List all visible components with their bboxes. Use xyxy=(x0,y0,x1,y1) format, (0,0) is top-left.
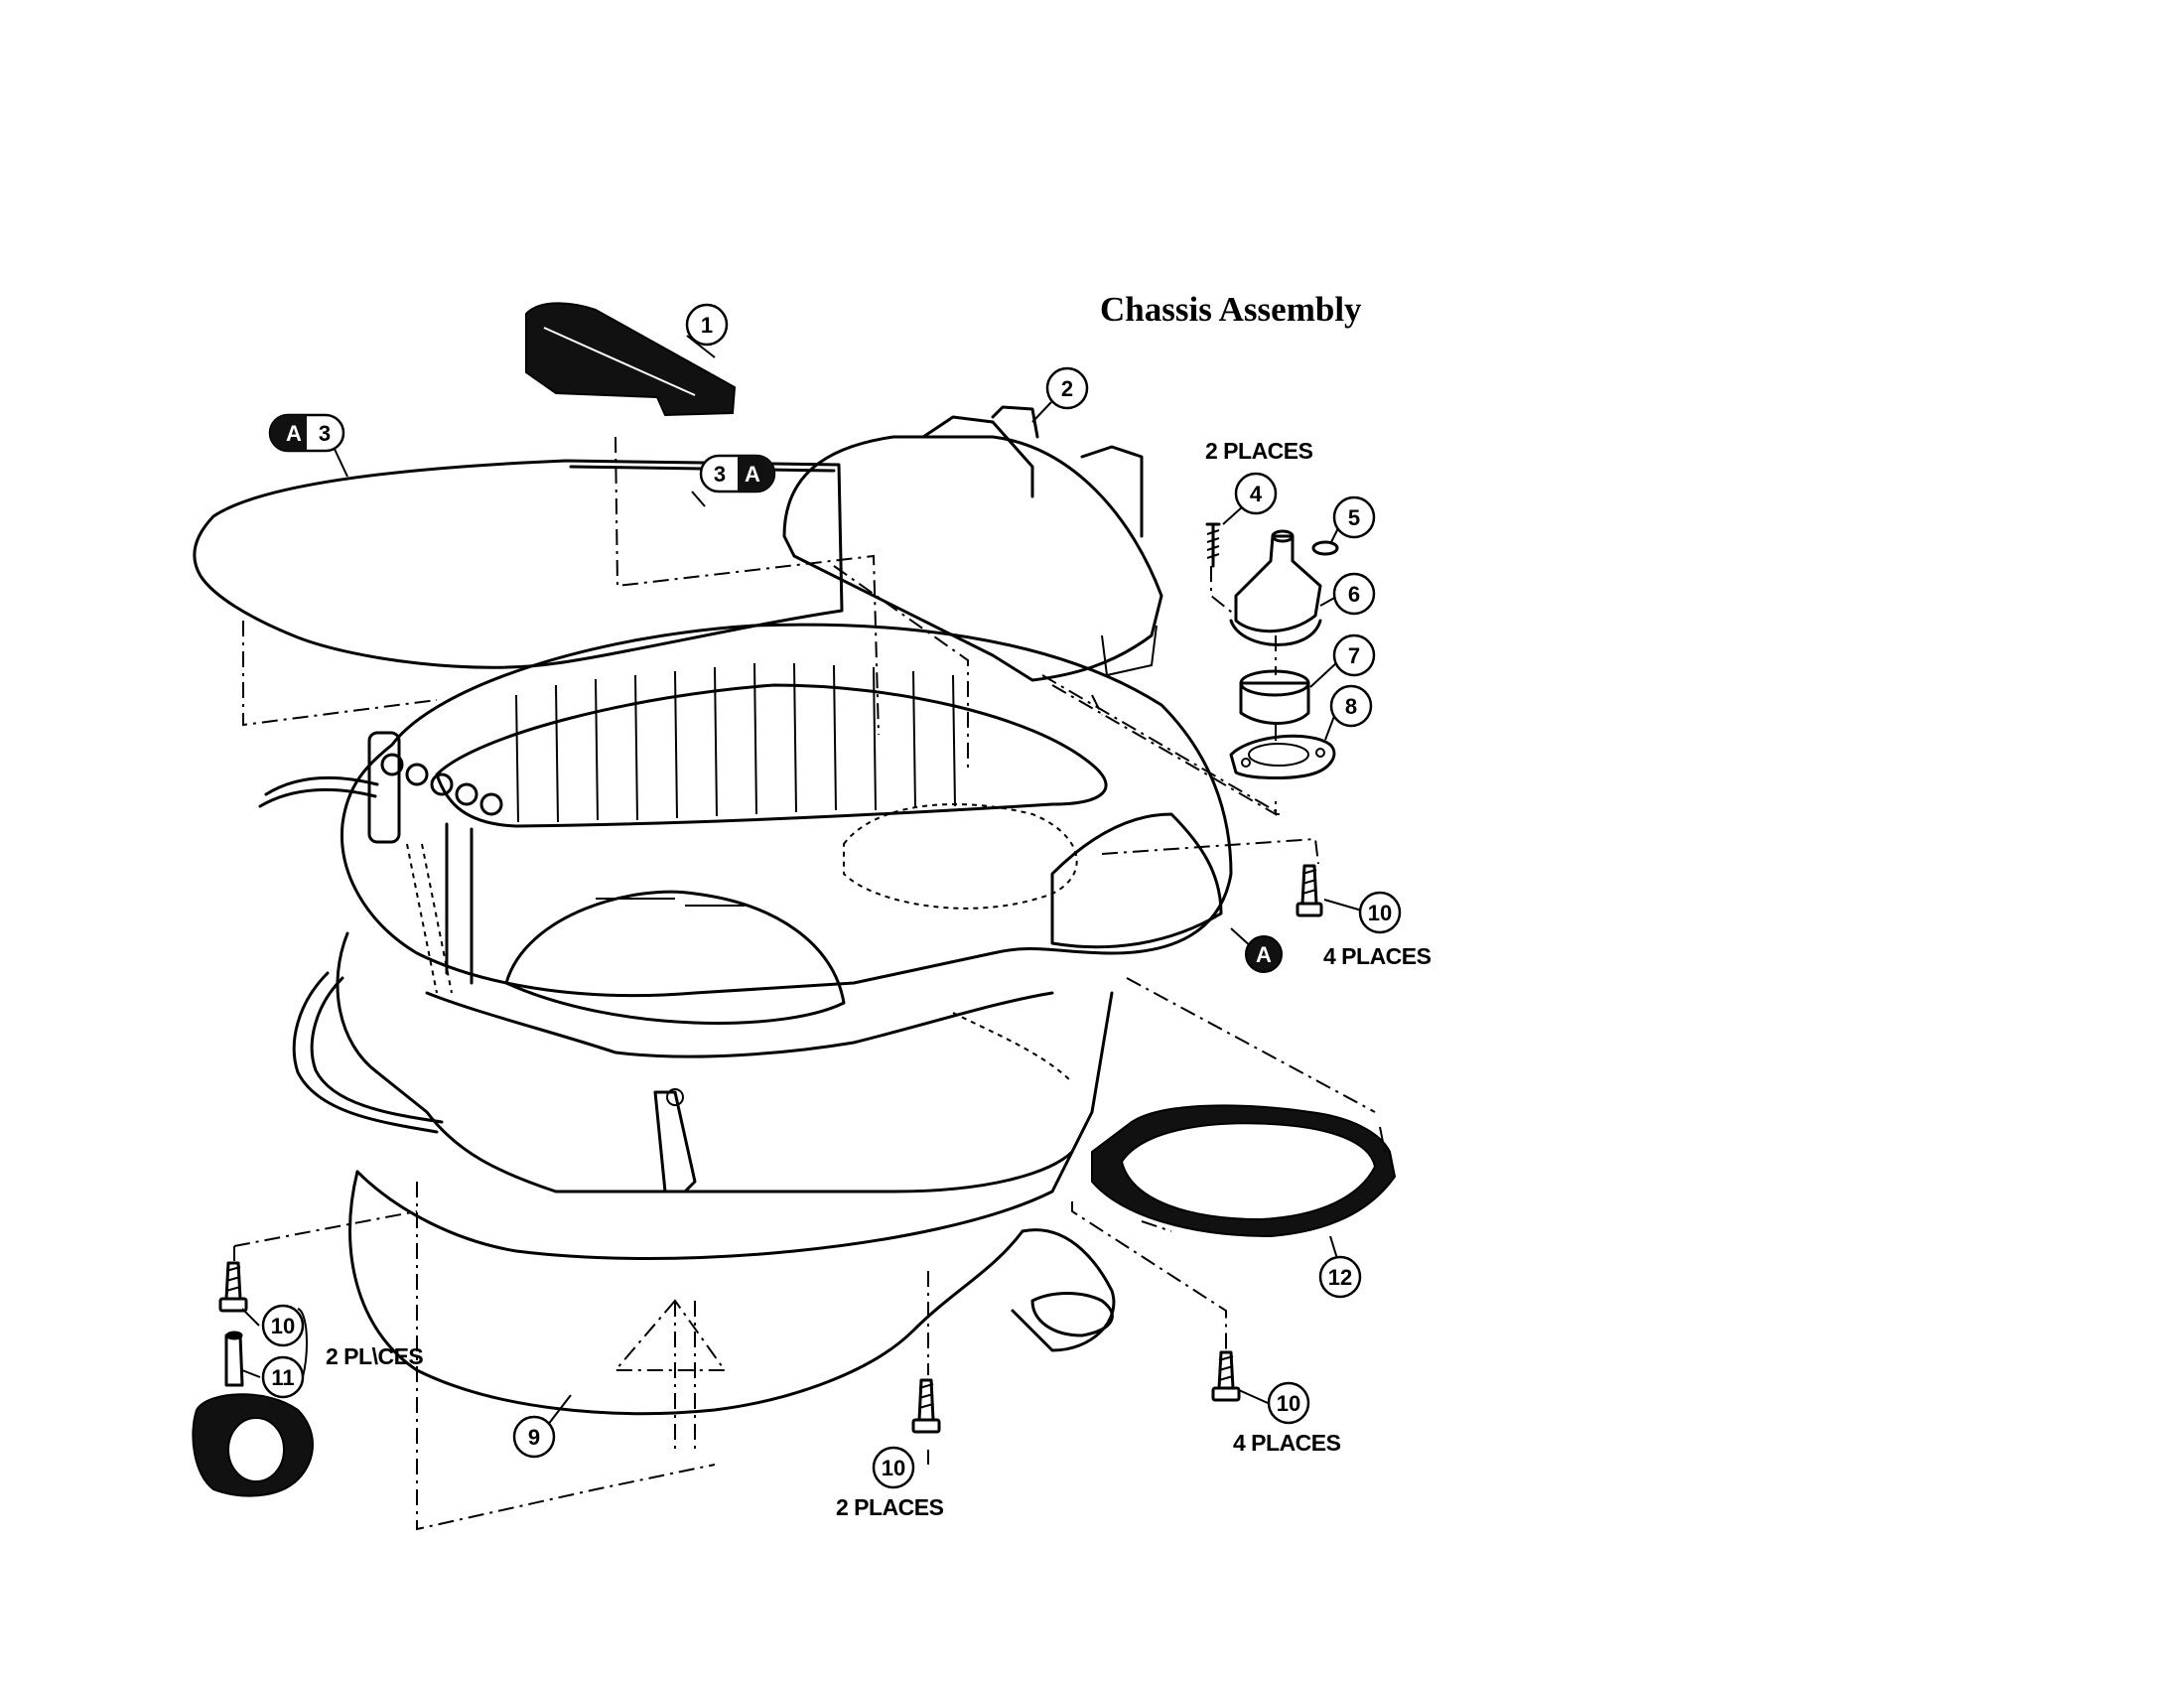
callout-2: 2 xyxy=(1045,366,1089,410)
callout-a-reference: A xyxy=(1245,935,1283,973)
part-10-screw-right xyxy=(1296,864,1323,917)
svg-text:4: 4 xyxy=(1250,482,1263,506)
part-8-gasket-plate xyxy=(1229,734,1336,780)
svg-text:10: 10 xyxy=(1368,901,1392,925)
part-10-screw-lower-right xyxy=(1211,1350,1241,1402)
part-6-valve xyxy=(1229,529,1322,646)
callout-10-left: 10 xyxy=(261,1304,305,1347)
svg-text:10: 10 xyxy=(271,1314,295,1338)
callout-10-right: 10 xyxy=(1358,891,1402,934)
part-2-motor-housing xyxy=(782,405,1163,682)
callout-3-left: A 3 xyxy=(268,413,345,453)
svg-text:3: 3 xyxy=(714,462,726,487)
svg-text:10: 10 xyxy=(1277,1391,1300,1416)
places-label-right: 4 PLACES xyxy=(1323,943,1432,969)
svg-text:A: A xyxy=(1256,942,1272,967)
places-label-lower-right: 4 PLACES xyxy=(1233,1430,1341,1456)
callout-6: 6 xyxy=(1332,572,1376,616)
places-label-top: 2 PLACES xyxy=(1205,438,1313,464)
places-label-left: 2 PL\CES xyxy=(326,1343,423,1369)
part-10-screw-bottom xyxy=(911,1378,941,1434)
svg-text:3: 3 xyxy=(319,421,331,446)
alignment-lines xyxy=(233,436,1386,1531)
svg-text:A: A xyxy=(286,421,302,446)
svg-text:5: 5 xyxy=(1348,505,1360,530)
svg-text:12: 12 xyxy=(1328,1265,1352,1290)
callout-3-middle: 3 A xyxy=(699,454,776,493)
part-10-screw-left xyxy=(218,1261,248,1313)
part-12-ring-gasket xyxy=(1091,1104,1397,1238)
callout-4: 4 xyxy=(1234,472,1278,515)
svg-text:9: 9 xyxy=(528,1425,540,1450)
diagram-title: Chassis Assembly xyxy=(1100,290,1362,329)
svg-text:6: 6 xyxy=(1348,582,1360,607)
svg-text:10: 10 xyxy=(882,1456,905,1480)
callout-9: 9 xyxy=(512,1415,556,1459)
svg-text:7: 7 xyxy=(1348,643,1360,668)
part-1-filter-cover xyxy=(525,302,737,417)
callout-10-lower-right: 10 xyxy=(1267,1381,1310,1425)
part-5-o-ring xyxy=(1311,540,1339,556)
svg-text:8: 8 xyxy=(1345,694,1357,719)
callout-12: 12 xyxy=(1318,1255,1362,1299)
callout-7: 7 xyxy=(1332,633,1376,677)
places-label-bottom: 2 PLACES xyxy=(836,1494,944,1520)
svg-text:11: 11 xyxy=(271,1365,294,1390)
part-7-float xyxy=(1239,669,1310,725)
callout-11: 11 xyxy=(261,1355,305,1399)
callout-1: 1 xyxy=(685,303,729,347)
callout-8: 8 xyxy=(1329,684,1373,728)
callout-5: 5 xyxy=(1332,495,1376,539)
svg-text:A: A xyxy=(745,462,760,487)
part-4-screw xyxy=(1205,522,1221,568)
part-9-chassis-tank xyxy=(258,623,1233,1450)
svg-text:2: 2 xyxy=(1061,376,1073,401)
svg-text:1: 1 xyxy=(701,313,713,338)
callout-10-bottom: 10 xyxy=(872,1446,915,1489)
part-11-caster-wheel xyxy=(192,1331,314,1497)
leader-lines xyxy=(241,335,1373,1465)
